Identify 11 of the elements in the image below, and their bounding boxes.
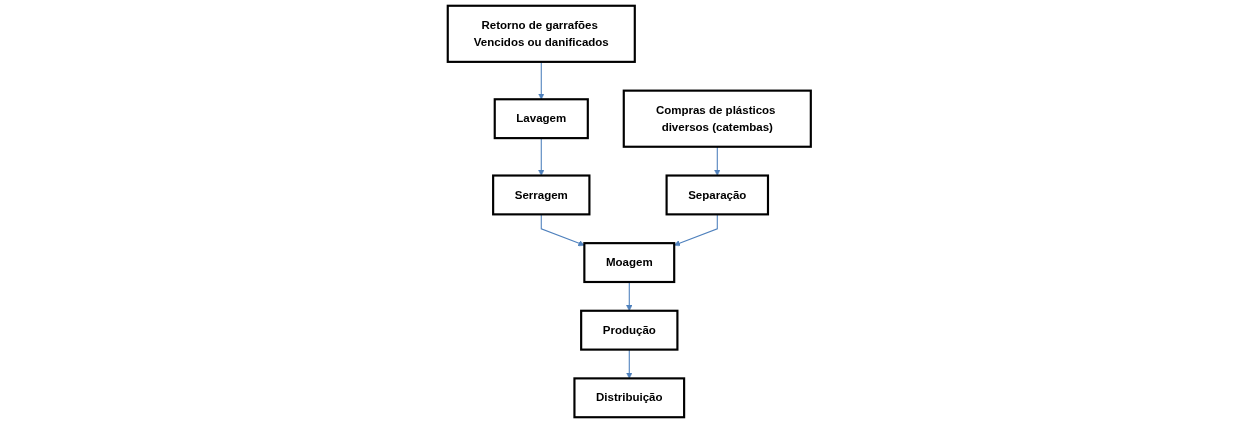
node-box: Produção — [579, 309, 679, 351]
node-box: Retorno de garrafões Vencidos ou danificados — [446, 4, 636, 63]
node-box: Separação — [665, 174, 769, 216]
node-box: Lavagem — [493, 98, 589, 140]
node-box: Compras de plásticos diversos (catembas) — [622, 89, 812, 148]
node-box: Serragem — [491, 174, 591, 216]
node-box: Moagem — [583, 242, 675, 284]
arrow — [713, 146, 721, 176]
arrow — [537, 61, 545, 100]
arrow — [625, 349, 633, 379]
node-box: Distribuição — [573, 377, 685, 419]
